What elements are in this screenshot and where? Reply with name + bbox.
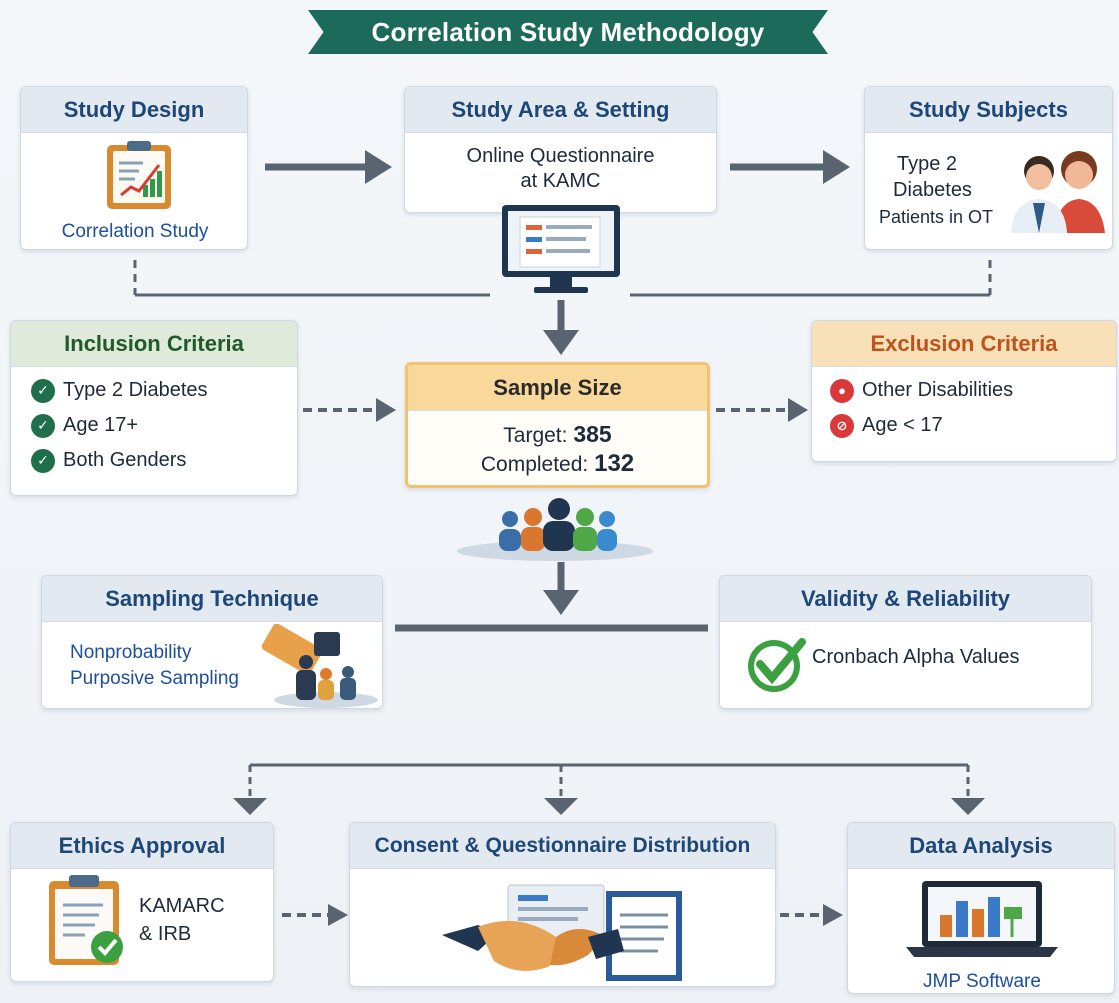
consent-card: Consent & Questionnaire Distribution [349, 822, 776, 987]
check-icon: ✓ [31, 413, 55, 438]
clipboard-chart-icon [107, 141, 171, 209]
check-icon: ✓ [31, 378, 55, 403]
arrow-ethics-to-consent [282, 904, 348, 926]
ethics-heading: Ethics Approval [11, 823, 273, 869]
sample-size-heading: Sample Size [408, 365, 707, 411]
sample-size-card: Sample Size Target: 385 Completed: 132 [405, 362, 710, 488]
completed-value: 132 [594, 450, 635, 477]
handshake-icon [442, 884, 682, 981]
arrow-inclusion-to-sample [303, 398, 396, 422]
sampling-heading: Sampling Technique [42, 576, 382, 622]
study-subjects-line2: Diabetes [893, 179, 972, 201]
inclusion-item: ✓ Type 2 Diabetes [31, 373, 297, 408]
exclusion-heading: Exclusion Criteria [812, 321, 1116, 367]
study-design-caption: Correlation Study [61, 221, 209, 242]
study-design-heading: Study Design [21, 87, 247, 133]
completed-label: Completed: [480, 453, 589, 476]
checkmark-icon [748, 638, 806, 692]
consent-heading: Consent & Questionnaire Distribution [350, 823, 775, 869]
study-subjects-heading: Study Subjects [865, 87, 1112, 133]
arrow-group-down [543, 562, 579, 615]
sampling-line1: Nonprobability [70, 642, 192, 663]
inclusion-card: Inclusion Criteria ✓ Type 2 Diabetes ✓ A… [10, 320, 298, 496]
exclusion-icon: ● [830, 378, 854, 403]
check-icon: ✓ [31, 448, 55, 473]
target-value: 385 [573, 421, 612, 447]
no-entry-icon: ⊘ [830, 413, 854, 438]
arrow-to-sample-size [543, 300, 579, 355]
analysis-caption: JMP Software [923, 971, 1041, 992]
inclusion-item: ✓ Both Genders [31, 443, 297, 478]
sampling-line2: Purposive Sampling [70, 668, 239, 689]
study-design-card: Study Design Correlation Study [20, 86, 248, 250]
arrow-to-analysis [951, 798, 985, 815]
exclusion-item: ⊘ Age < 17 [830, 408, 1116, 443]
analysis-heading: Data Analysis [848, 823, 1114, 869]
study-area-line2: at KAMC [520, 170, 601, 192]
study-subjects-line3: Patients in OT [879, 207, 994, 227]
inclusion-item: ✓ Age 17+ [31, 408, 297, 443]
study-area-heading: Study Area & Setting [405, 87, 716, 133]
page-title: Correlation Study Methodology [308, 10, 828, 54]
arrow-design-to-area [265, 150, 392, 184]
arrow-sample-to-exclusion [716, 398, 808, 422]
ethics-line2: & IRB [139, 923, 192, 945]
ethics-card: Ethics Approval KAMARC & IRB [10, 822, 274, 982]
exclusion-card: Exclusion Criteria ● Other Disabilities … [811, 320, 1117, 462]
arrow-to-ethics [233, 798, 267, 815]
arrow-consent-to-analysis [780, 904, 843, 926]
study-subjects-line1: Type 2 [897, 153, 958, 175]
study-subjects-card: Study Subjects Type 2 Diabetes Patients … [864, 86, 1113, 250]
arrow-to-consent [544, 798, 578, 815]
laptop-chart-icon [906, 881, 1058, 957]
sampling-card: Sampling Technique Nonprobability Purpos… [41, 575, 383, 709]
clipboard-check-icon [49, 875, 123, 965]
validity-heading: Validity & Reliability [720, 576, 1091, 622]
exclusion-item: ● Other Disabilities [830, 373, 1116, 408]
dashed-connector-top [133, 260, 992, 297]
people-group-icon [457, 498, 653, 561]
arrow-area-to-subjects [730, 150, 850, 184]
computer-monitor-icon [502, 205, 620, 293]
ethics-line1: KAMARC [139, 895, 225, 917]
analysis-card: Data Analysis JMP Software [847, 822, 1115, 994]
validity-card: Validity & Reliability Cronbach Alpha Va… [719, 575, 1092, 709]
study-area-card: Study Area & Setting Online Questionnair… [404, 86, 717, 213]
validity-text: Cronbach Alpha Values [812, 646, 1020, 668]
hand-selecting-icon [261, 624, 378, 708]
inclusion-heading: Inclusion Criteria [11, 321, 297, 367]
dashed-connector-bottom [248, 763, 970, 800]
patients-icon [1011, 151, 1105, 233]
study-area-line1: Online Questionnaire [466, 145, 655, 167]
target-label: Target: [503, 424, 568, 447]
